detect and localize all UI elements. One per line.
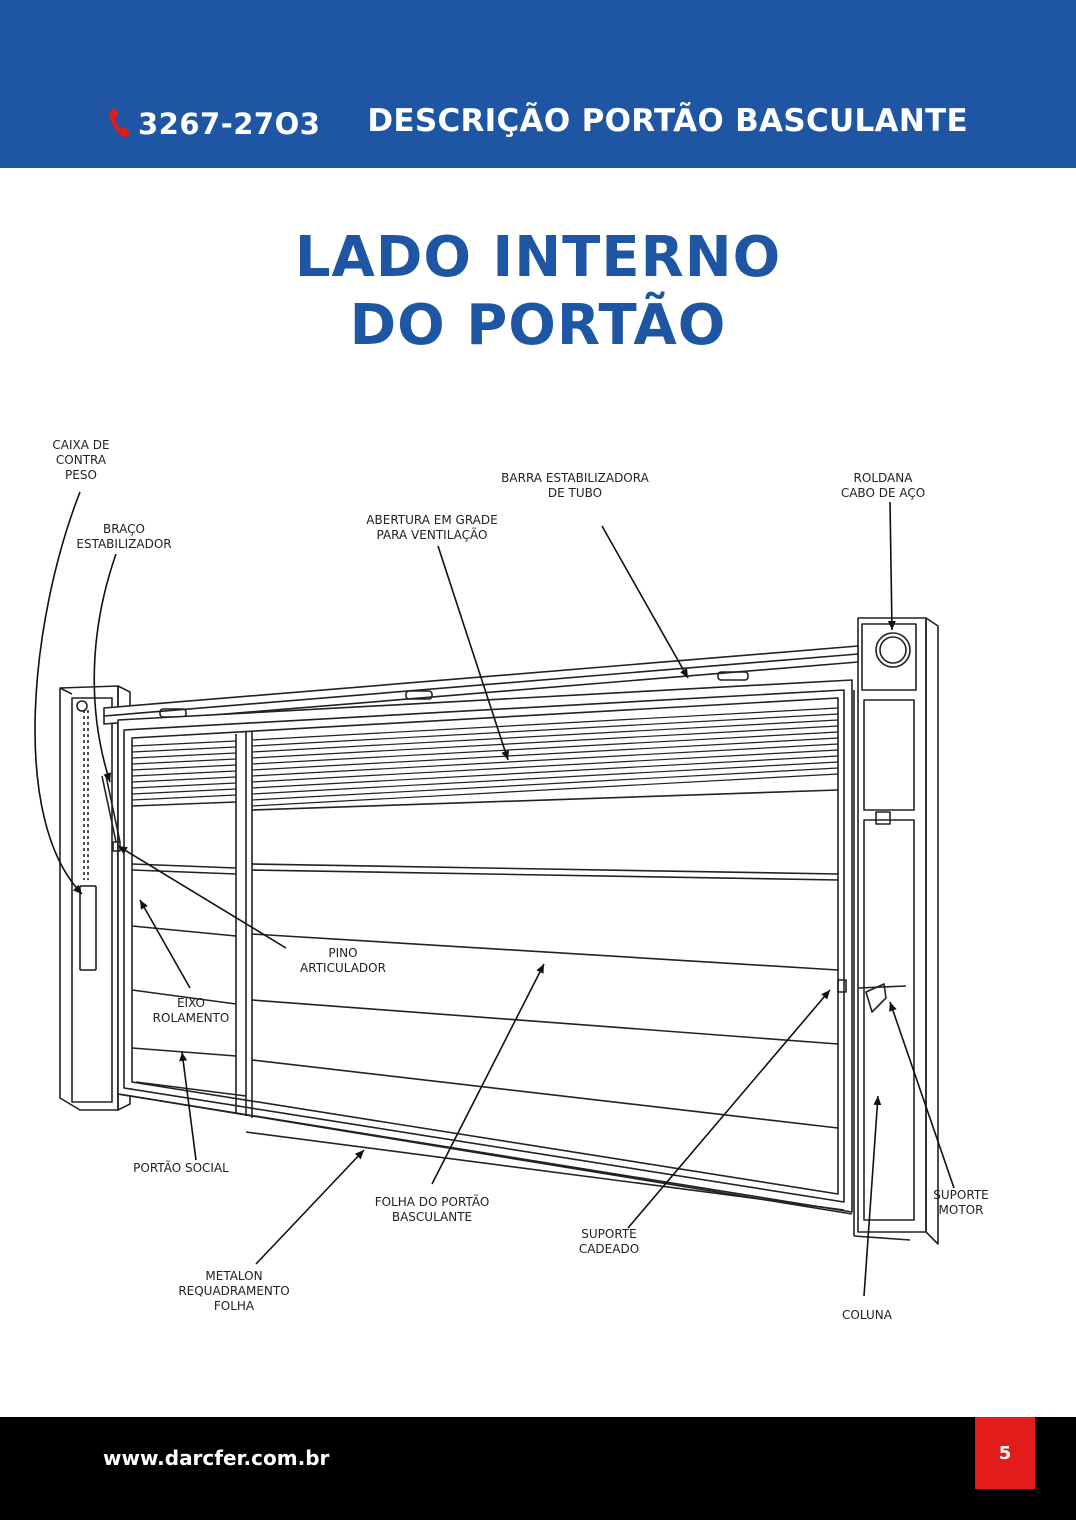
callout-coluna	[863, 1095, 882, 1297]
label-eixo-rolamento: EIXO ROLAMENTO	[152, 996, 230, 1025]
label-caixa-contra-peso: CAIXA DE CONTRA PESO	[52, 438, 110, 482]
header-title: DESCRIÇÃO PORTÃO BASCULANTE	[367, 103, 968, 139]
label-metalon: METALON REQUADRAMENTO FOLHA	[178, 1269, 290, 1313]
label-folha-portao: FOLHA DO PORTÃO BASCULANTE	[374, 1195, 490, 1224]
label-suporte-cadeado: SUPORTE CADEADO	[578, 1227, 640, 1256]
callout-caixa	[34, 491, 83, 895]
gate-hardware	[101, 775, 847, 993]
label-coluna: COLUNA	[842, 1308, 892, 1322]
label-pino-articulador: PINO ARTICULADOR	[300, 946, 386, 975]
page-number: 5	[998, 1442, 1012, 1464]
website-link[interactable]: www.darcfer.com.br	[103, 1446, 330, 1470]
page-number-badge: 5	[975, 1417, 1035, 1489]
callout-braco	[93, 553, 117, 783]
phone-icon	[108, 106, 132, 142]
callout-cadeado	[627, 989, 831, 1229]
gate-illustration	[34, 491, 955, 1297]
label-abertura-grade: ABERTURA EM GRADE PARA VENTILAÇÃO	[366, 513, 498, 542]
gate-frame	[117, 679, 853, 1215]
label-braco-estabilizador: BRAÇO ESTABILIZADOR	[76, 522, 172, 551]
callout-abertura	[437, 545, 510, 761]
callout-pino	[117, 845, 287, 949]
callout-portao-social	[179, 1051, 197, 1161]
phone-number: 3267-27O3	[138, 107, 321, 141]
page-title-line-1: LADO INTERNO	[294, 225, 782, 290]
label-barra-estabilizadora: BARRA ESTABILIZADORA DE TUBO	[501, 471, 649, 500]
callout-eixo	[139, 899, 191, 989]
page-title: LADO INTERNO DO PORTÃO	[0, 224, 1076, 360]
header-bar: 3267-27O3 DESCRIÇÃO PORTÃO BASCULANTE	[0, 0, 1076, 168]
footer-bar	[0, 1417, 1076, 1520]
callout-barra	[601, 525, 689, 679]
left-column	[59, 685, 131, 1111]
page-title-line-2: DO PORTÃO	[349, 293, 727, 358]
label-suporte-motor: SUPORTE MOTOR	[933, 1188, 989, 1217]
callout-folha	[431, 963, 545, 1185]
right-column	[853, 617, 939, 1245]
label-roldana: ROLDANA CABO DE AÇO	[840, 471, 926, 500]
callout-roldana	[887, 501, 896, 631]
label-portao-social: PORTÃO SOCIAL	[133, 1161, 229, 1175]
top-tube	[103, 645, 859, 725]
callout-metalon	[255, 1149, 365, 1265]
phone-contact[interactable]: 3267-27O3	[108, 104, 320, 144]
gate-diagram: CAIXA DE CONTRA PESO BRAÇO ESTABILIZADOR…	[0, 380, 1076, 1380]
callout-motor	[889, 1001, 955, 1189]
